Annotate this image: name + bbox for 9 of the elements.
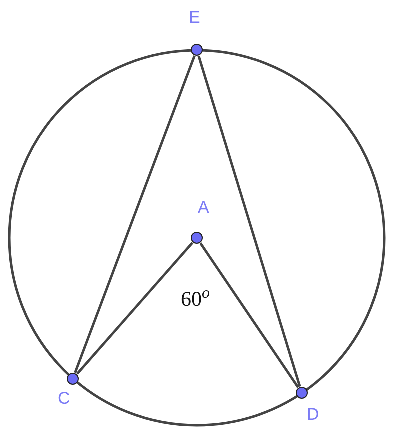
line-segment xyxy=(198,56,302,388)
line-segment xyxy=(76,242,194,375)
point-label: C xyxy=(58,390,70,408)
point-label: A xyxy=(198,199,210,217)
line-segment xyxy=(200,242,300,388)
angle-label: 60$^{o}$ xyxy=(181,284,210,310)
point-label: D xyxy=(307,406,320,424)
point-label: E xyxy=(189,9,200,27)
line-segment xyxy=(74,56,196,374)
